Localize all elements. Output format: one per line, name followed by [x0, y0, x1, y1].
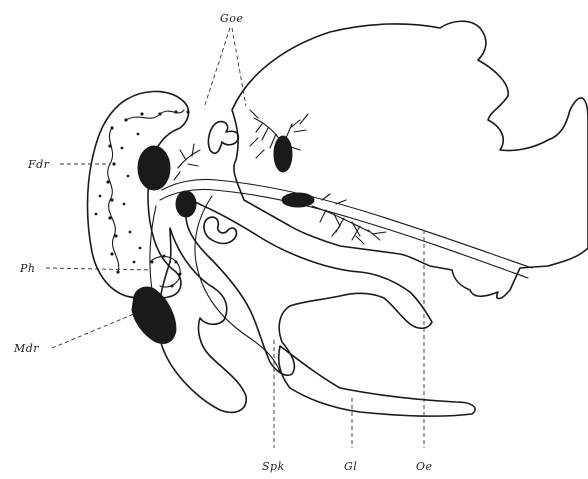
label-gl: Gl [344, 460, 357, 473]
tongue-strip [279, 346, 475, 416]
mandibular-gland-body [132, 287, 176, 343]
label-ph: Ph [19, 262, 36, 275]
ventral-mass-outline [186, 200, 432, 375]
oesophagus-line-upper [162, 179, 532, 268]
lip-gland-chain [95, 110, 190, 274]
pharynx-ring [150, 255, 182, 288]
label-goe: Goe [220, 12, 243, 25]
ventral-dendrite [312, 194, 386, 244]
label-fdr: Fdr [27, 158, 50, 171]
goe-notch [208, 122, 238, 154]
dorsal-gland [274, 136, 292, 172]
oesophagus-line-lower [160, 189, 528, 278]
frontal-dendrite [174, 144, 200, 180]
frontal-gland-body [138, 146, 170, 190]
oesophageal-gland [282, 193, 314, 207]
label-spk: Spk [262, 460, 285, 473]
pharynx-duct-inner [150, 206, 156, 290]
label-oe: Oe [416, 460, 433, 473]
pharyngeal-ganglion [176, 191, 196, 217]
upper-lip-loop [88, 91, 189, 299]
label-mdr: Mdr [13, 342, 39, 355]
